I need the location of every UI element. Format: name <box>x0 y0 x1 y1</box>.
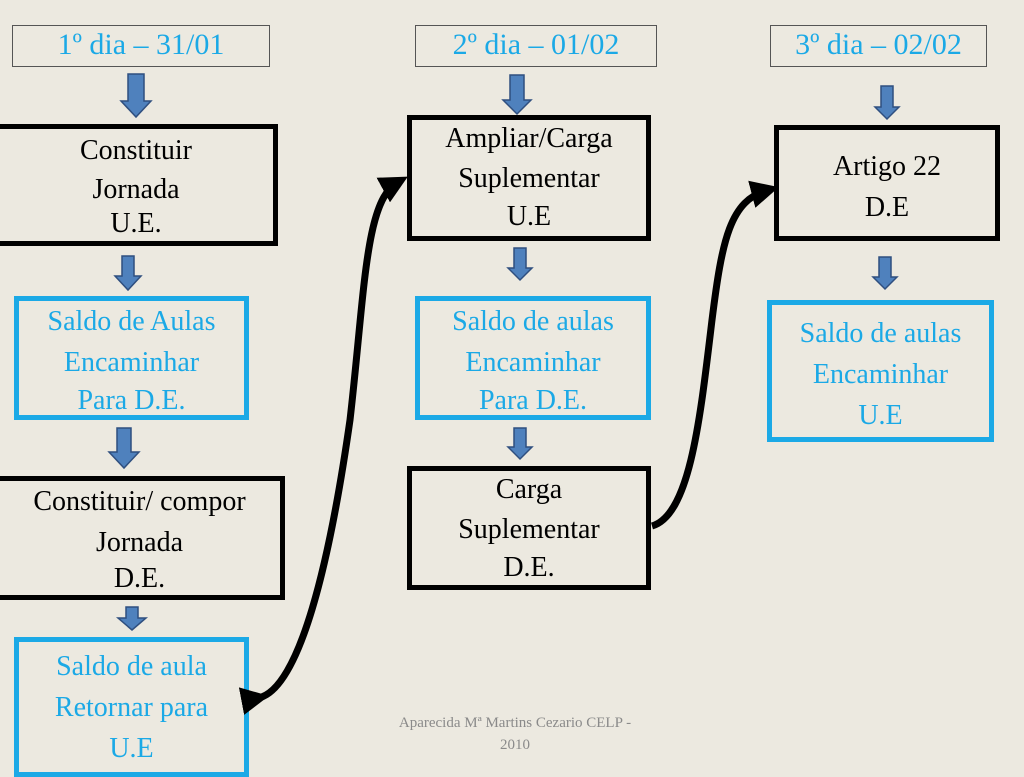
box-line: Saldo de aulas <box>799 318 962 349</box>
box-line: Retornar para <box>54 692 209 723</box>
down-arrow-icon <box>506 247 534 282</box>
down-arrow-icon <box>113 255 143 292</box>
header-day3-text: 3º dia – 02/02 <box>795 28 962 61</box>
box-saldo-aula-retornar-ue: Saldo de aula Retornar para U.E <box>14 637 249 777</box>
box-carga-suplementar-de: Carga Suplementar D.E. <box>407 466 651 590</box>
down-arrow-icon <box>115 606 149 631</box>
down-arrow-icon <box>873 85 901 121</box>
box-line: Encaminhar <box>63 347 200 378</box>
box-line: U.E <box>109 733 154 764</box>
down-arrow-icon <box>871 256 899 291</box>
box-saldo-aulas-encaminhar-de-2: Saldo de aulas Encaminhar Para D.E. <box>415 296 651 420</box>
curved-connector-arrow-icon <box>650 180 779 530</box>
header-day1: 1º dia – 31/01 <box>12 25 270 67</box>
box-line: Constituir <box>79 135 192 166</box>
box-line: D.E. <box>503 552 555 583</box>
box-line: D.E. <box>113 563 166 594</box>
box-line: Saldo de aula <box>56 651 207 682</box>
box-line: Para D.E. <box>478 385 588 416</box>
footer-line-1: Aparecida Mª Martins Cezario CELP - <box>398 715 632 731</box>
header-day2-text: 2º dia – 01/02 <box>452 28 620 61</box>
header-day2: 2º dia – 01/02 <box>415 25 657 67</box>
box-line: Para D.E. <box>77 385 186 416</box>
box-line: U.E <box>506 201 552 232</box>
box-line: U.E <box>858 400 903 431</box>
box-ampliar-carga-suplementar-ue: Ampliar/Carga Suplementar U.E <box>407 115 651 241</box>
down-arrow-icon <box>119 73 153 119</box>
box-line: Constituir/ compor <box>33 486 246 517</box>
down-arrow-icon <box>506 427 534 461</box>
box-line: Ampliar/Carga <box>445 123 613 154</box>
box-line: Carga <box>495 474 563 505</box>
box-line: Encaminhar <box>465 347 601 378</box>
curved-connector-arrow-icon <box>238 176 408 715</box>
box-saldo-aulas-encaminhar-ue: Saldo de aulas Encaminhar U.E <box>767 300 994 442</box>
header-day3: 3º dia – 02/02 <box>770 25 987 67</box>
footer-line-2: 2010 <box>500 737 530 753</box>
box-line: Jornada <box>92 174 180 205</box>
down-arrow-icon <box>107 427 141 470</box>
box-line: Saldo de aulas <box>452 306 614 337</box>
box-line: Encaminhar <box>812 359 949 390</box>
box-line: Suplementar <box>458 163 600 194</box>
footer-credit: Aparecida Mª Martins Cezario CELP - 2010 <box>360 712 670 756</box>
box-line: Jornada <box>95 527 184 558</box>
box-line: Saldo de Aulas <box>47 306 216 337</box>
header-day1-text: 1º dia – 31/01 <box>57 28 225 61</box>
box-line: Suplementar <box>458 514 600 545</box>
box-line: D.E <box>864 192 910 223</box>
box-constituir-jornada-ue: Constituir Jornada U.E. <box>0 124 278 246</box>
box-line: U.E. <box>110 208 162 239</box>
down-arrow-icon <box>501 74 533 116</box>
box-line: Artigo 22 <box>832 151 942 182</box>
